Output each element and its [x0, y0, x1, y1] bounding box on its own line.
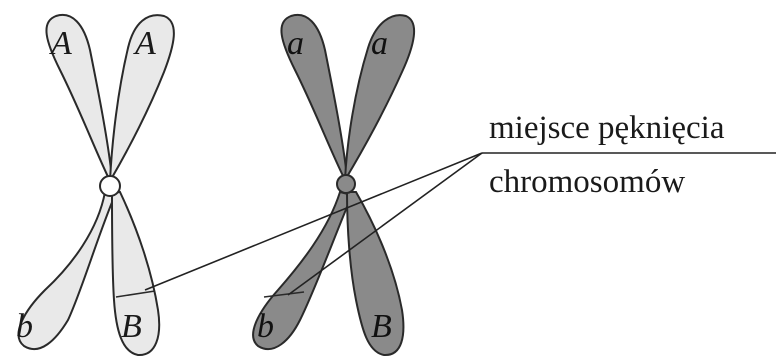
allele-dark-lower-left: b — [257, 308, 274, 345]
chromosome-light: A A b B — [16, 15, 174, 355]
allele-dark-upper-right: a — [371, 25, 388, 62]
allele-light-upper-right: A — [133, 25, 156, 62]
allele-light-upper-left: A — [49, 25, 72, 62]
centromere-dark — [337, 175, 355, 193]
allele-light-lower-right: B — [121, 308, 142, 345]
break-site-label-line1: miejsce pęknięcia — [489, 110, 725, 146]
allele-dark-upper-left: a — [287, 25, 304, 62]
allele-light-lower-left: b — [16, 308, 33, 345]
centromere-light — [100, 176, 120, 196]
break-site-label-line2: chromosomów — [489, 164, 685, 200]
allele-dark-lower-right: B — [371, 308, 392, 345]
chromosome-dark: a a b B — [253, 15, 414, 355]
chromatid-light-lower-left — [19, 192, 115, 349]
